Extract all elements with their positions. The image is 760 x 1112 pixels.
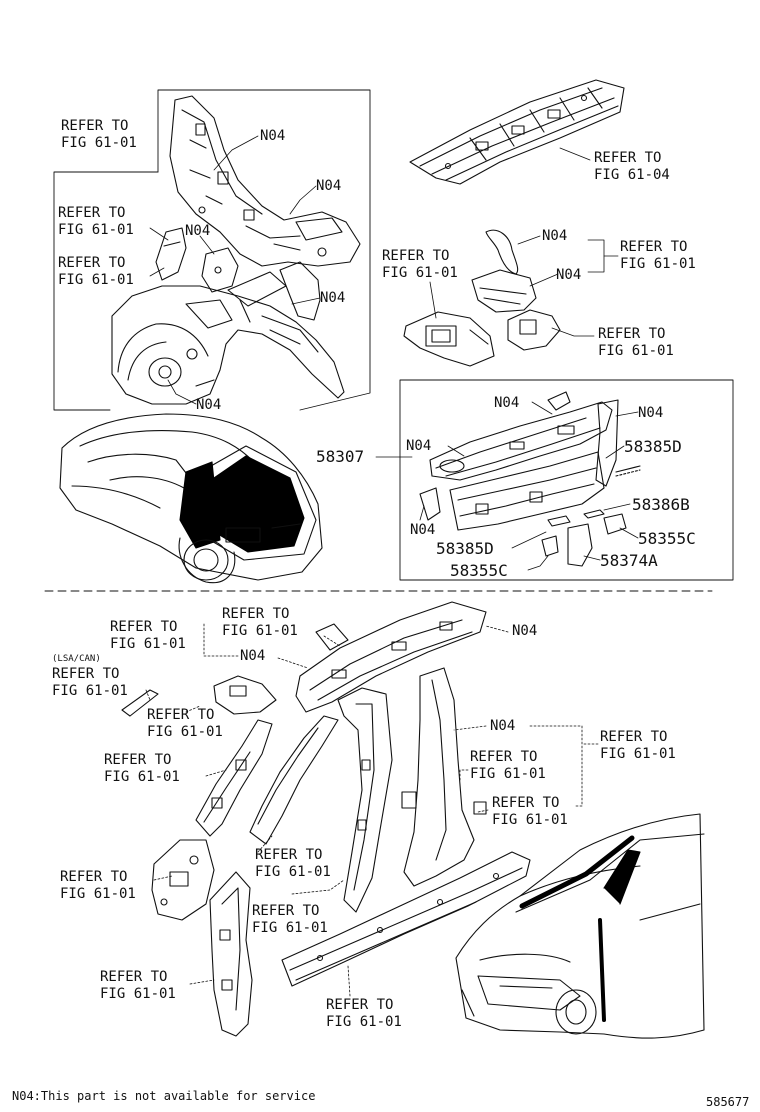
refer-label-1: REFER TO FIG 61-01: [61, 118, 137, 151]
n04-label-1: N04: [260, 128, 286, 144]
cowl-side-panel: [151, 839, 215, 921]
n04-label-7: N04: [556, 267, 582, 283]
refer-label-12: REFER TO FIG 61-01: [600, 729, 676, 762]
refer-label-8: REFER TO FIG 61-01: [222, 606, 298, 639]
center-pillar: [401, 667, 487, 887]
refer-label-4: REFER TO FIG 61-04: [594, 150, 670, 183]
variant-lsa-can-label: (LSA/CAN): [52, 654, 101, 664]
figure-id: 585677: [706, 1095, 750, 1109]
roof-rail-inner: [249, 715, 339, 845]
n04-label-4: N04: [320, 290, 346, 306]
n04-label-13: N04: [240, 648, 266, 664]
front-side-member: [209, 871, 253, 1037]
n04-label-12: N04: [512, 623, 538, 639]
rear-car-illustration: [59, 413, 323, 584]
part-58385d-label-b: 58385D: [436, 539, 494, 558]
n04-label-14: N04: [490, 718, 516, 734]
front-pillar-upper: [337, 687, 393, 913]
refer-label-2: REFER TO FIG 61-01: [58, 205, 134, 238]
leader-lines: [145, 135, 639, 997]
n04-label-8: N04: [494, 395, 520, 411]
part-58385d-label-a: 58385D: [624, 437, 682, 456]
rear-panel-assembly: [419, 391, 619, 531]
refer-label-11: REFER TO FIG 61-01: [147, 707, 223, 740]
refer-label-20: REFER TO FIG 61-01: [326, 997, 402, 1030]
refer-label-18: REFER TO FIG 61-01: [252, 903, 328, 936]
rear-panel-group-frame: [399, 379, 734, 581]
refer-label-19: REFER TO FIG 61-01: [100, 969, 176, 1002]
quarter-small-bracket: [201, 247, 239, 293]
refer-label-6: REFER TO FIG 61-01: [382, 248, 458, 281]
wheelhouse-panel: [111, 285, 345, 405]
n04-label-5: N04: [196, 397, 222, 413]
refer-label-5: REFER TO FIG 61-01: [620, 239, 696, 272]
front-car-illustration: [455, 813, 705, 1039]
rear-mid-parts: [403, 229, 561, 367]
part-58386b-label: 58386B: [632, 495, 690, 514]
roof-side-rail: [295, 601, 487, 713]
rocker-panel: [281, 851, 531, 987]
part-58355c-label-a: 58355C: [638, 529, 696, 548]
quarter-panel-assembly: [169, 95, 361, 267]
n04-label-2: N04: [316, 178, 342, 194]
upper-left-group-frame: [53, 89, 371, 411]
refer-label-9: REFER TO FIG 61-01: [110, 619, 186, 652]
lower-section-small-brackets: [121, 675, 277, 717]
quarter-brace-part: [155, 227, 187, 281]
n04-label-3: N04: [185, 223, 211, 239]
n04-label-10: N04: [406, 438, 432, 454]
refer-label-16: REFER TO FIG 61-01: [255, 847, 331, 880]
rear-floor-side-member: [227, 261, 321, 321]
part-58307-label: 58307: [316, 447, 365, 466]
refer-label-13: REFER TO FIG 61-01: [104, 752, 180, 785]
part-58374a-label: 58374A: [600, 551, 658, 570]
rear-floor-crossmember: [409, 79, 625, 185]
footer-note: N04:This part is not available for servi…: [12, 1089, 316, 1103]
refer-label-7: REFER TO FIG 61-01: [598, 326, 674, 359]
refer-label-3: REFER TO FIG 61-01: [58, 255, 134, 288]
refer-label-10: REFER TO FIG 61-01: [52, 666, 128, 699]
refer-label-15: REFER TO FIG 61-01: [492, 795, 568, 828]
front-pillar-lower: [195, 719, 273, 837]
n04-label-6: N04: [542, 228, 568, 244]
n04-label-11: N04: [410, 522, 436, 538]
refer-label-14: REFER TO FIG 61-01: [470, 749, 546, 782]
part-58355c-label-b: 58355C: [450, 561, 508, 580]
refer-label-17: REFER TO FIG 61-01: [60, 869, 136, 902]
n04-label-9: N04: [638, 405, 664, 421]
